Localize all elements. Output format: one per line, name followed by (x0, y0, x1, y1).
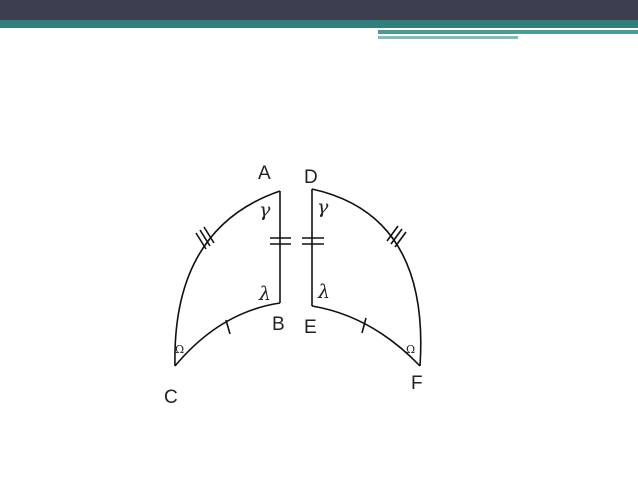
left-double-tick (270, 237, 291, 245)
right-single-tick (361, 317, 367, 334)
angle-label-omega-right: Ω (406, 343, 415, 356)
angle-label-gamma-right: γ (317, 196, 329, 218)
right-arc-EF (311, 305, 421, 367)
vertex-label-D: D (304, 167, 318, 188)
right-triple-tick (386, 225, 407, 248)
angle-label-omega-left: Ω (175, 343, 184, 356)
header-accent-line (378, 30, 638, 34)
header-dark-stripe (0, 0, 638, 20)
left-arc-AC (174, 190, 281, 367)
header-accent-line-short (378, 36, 518, 39)
slide-header-bar (0, 0, 638, 39)
angle-label-gamma-left: γ (259, 199, 271, 221)
vertex-label-F: F (411, 373, 423, 394)
left-single-tick (225, 319, 231, 335)
vertex-label-E: E (304, 317, 317, 338)
vertex-label-B: B (272, 314, 285, 335)
angle-label-lambda-right: λ (317, 281, 330, 303)
header-teal-stripe (0, 20, 638, 28)
right-arc-DF (311, 188, 422, 367)
left-triple-tick (195, 226, 215, 250)
vertex-label-C: C (164, 387, 178, 408)
angle-label-lambda-left: λ (258, 283, 271, 305)
left-arc-BC (174, 302, 281, 367)
vertex-label-A: A (258, 163, 271, 184)
right-double-tick (302, 237, 324, 245)
